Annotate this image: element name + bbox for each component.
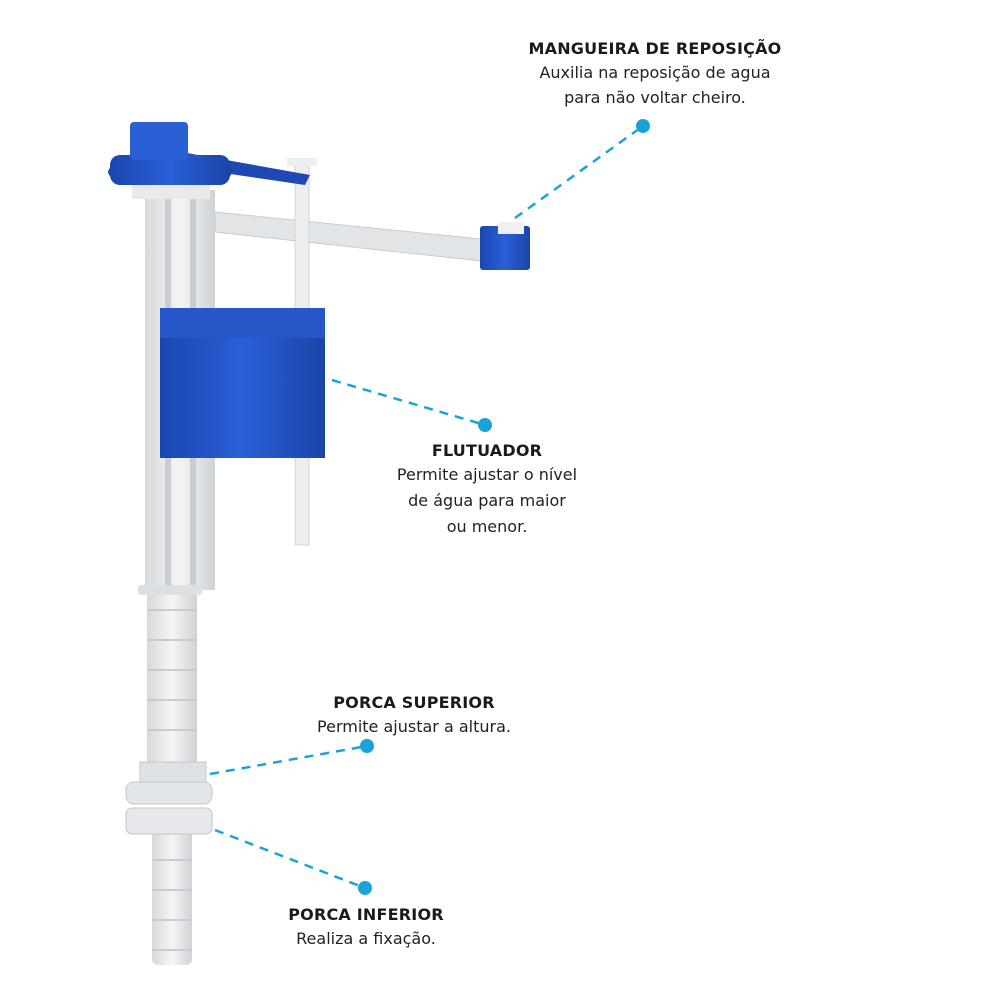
leader-line-porca-superior [209, 744, 368, 776]
refill-hose [214, 211, 530, 270]
callout-porca-superior: PORCA SUPERIOR Permite ajustar a altura. [234, 692, 594, 740]
callout-text: para não voltar cheiro. [564, 88, 746, 107]
leader-line-flutuador [331, 378, 486, 427]
callout-title: PORCA INFERIOR [288, 905, 444, 924]
callout-porca-inferior: PORCA INFERIOR Realiza a fixação. [186, 904, 546, 952]
threaded-shank [147, 590, 197, 965]
leader-line-porca-inferior [214, 828, 366, 890]
callout-text: Auxilia na reposição de agua [539, 63, 771, 82]
upper-nut [125, 761, 213, 805]
callout-title: PORCA SUPERIOR [333, 693, 495, 712]
float-cup [160, 308, 325, 458]
callout-text: Permite ajustar o nível [396, 465, 578, 484]
callout-text: Permite ajustar a altura. [317, 717, 511, 736]
top-cap [108, 122, 310, 199]
callout-dot-flutuador [478, 418, 492, 432]
callout-title: MANGUEIRA DE REPOSIÇÃO [528, 39, 782, 58]
callout-text: ou menor. [446, 517, 528, 536]
callout-dot-porca-superior [360, 739, 374, 753]
callout-flutuador: FLUTUADOR Permite ajustar o nível de águ… [307, 440, 667, 540]
callout-mangueira: MANGUEIRA DE REPOSIÇÃO Auxilia na reposi… [475, 38, 835, 111]
leader-line-mangueira [514, 124, 644, 220]
callout-dot-mangueira [636, 119, 650, 133]
callout-text: Realiza a fixação. [296, 929, 436, 948]
callout-dot-porca-inferior [358, 881, 372, 895]
callout-text: de água para maior [408, 491, 566, 510]
callout-title: FLUTUADOR [431, 441, 543, 460]
lower-nut [125, 807, 213, 835]
